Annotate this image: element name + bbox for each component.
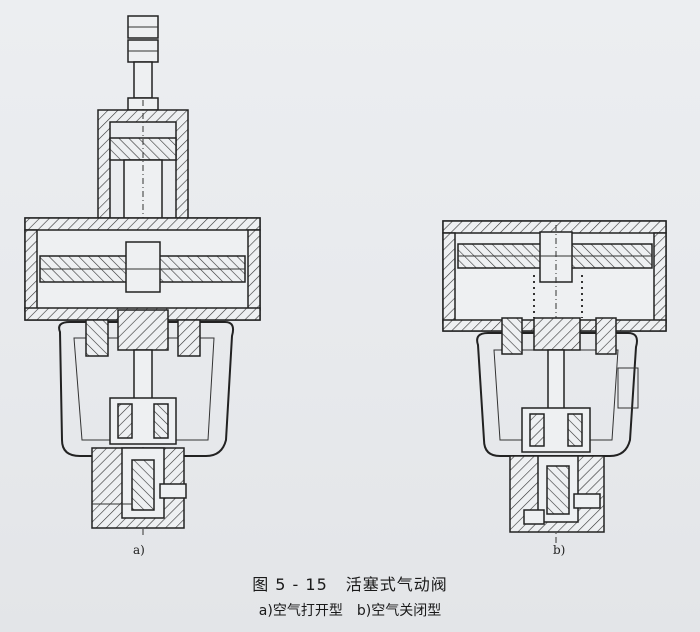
figure-number: 图 5 - 15 xyxy=(252,575,328,594)
yoke-b xyxy=(476,332,638,457)
valve-stem-a xyxy=(133,349,153,401)
label-a: a) xyxy=(133,543,145,557)
port-b xyxy=(573,493,601,509)
port-a xyxy=(159,483,187,499)
subcaption-a: a)空气打开型 xyxy=(258,603,343,619)
figure-subcaption: a)空气打开型 b)空气关闭型 xyxy=(0,600,700,620)
yoke-a xyxy=(58,321,235,457)
subcaption-b: b)空气关闭型 xyxy=(356,603,442,619)
adjusting-screw-a xyxy=(133,61,153,99)
valve-b-drawing xyxy=(442,220,667,545)
figure-title: 活塞式气动阀 xyxy=(345,575,448,594)
valve-stem-b xyxy=(547,349,565,411)
figure-caption: 图 5 - 15 活塞式气动阀 xyxy=(0,571,700,595)
label-b: b) xyxy=(553,543,566,557)
valve-a-drawing xyxy=(24,15,261,535)
